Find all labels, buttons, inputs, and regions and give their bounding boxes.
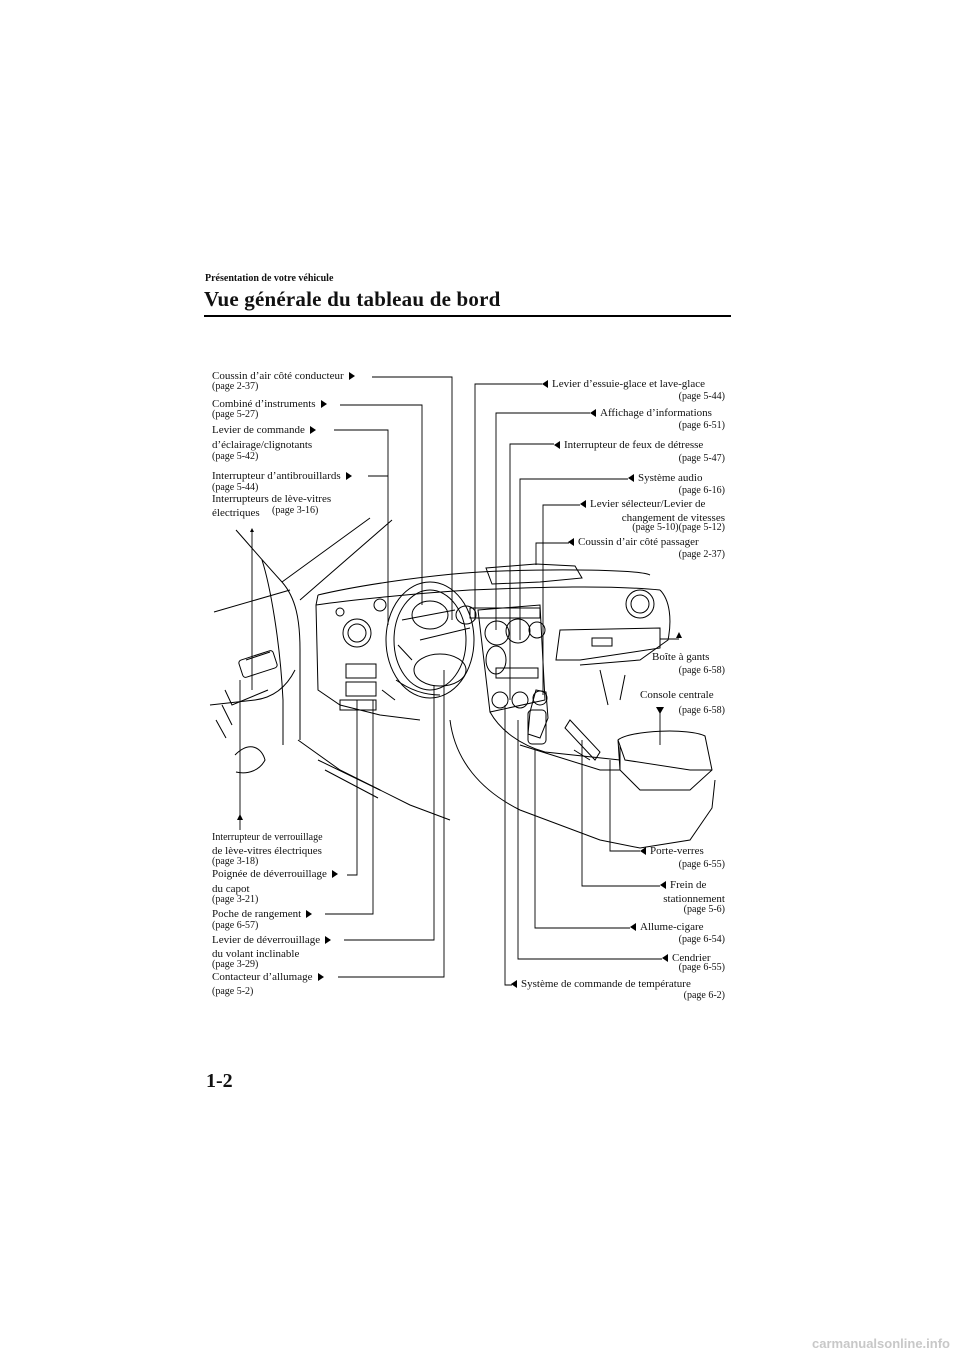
label-tilt-release-lever-line2: du volant inclinable (212, 948, 300, 960)
label-lighting-lever: Levier de commande (212, 425, 316, 436)
label-lighting-lever-line2: d’éclairage/clignotants (212, 439, 313, 451)
page-ref-passenger-airbag: (page 2-37) (678, 549, 725, 560)
page-ref-cigarette-lighter: (page 6-54) (678, 934, 725, 945)
label-driver-airbag: Coussin d’air côté conducteur (212, 371, 355, 382)
label-cup-holder: Porte-verres (640, 846, 704, 857)
page-ref-information-display: (page 6-51) (678, 420, 725, 431)
page-ref-selector-lever: (page 5-10)(page 5-12) (632, 522, 725, 533)
page-ref-cup-holder: (page 6-55) (678, 859, 725, 870)
page-ref-climate-control: (page 6-2) (683, 990, 725, 1001)
label-tilt-release-lever: Levier de déverrouillage (212, 935, 331, 946)
page-ref-audio-system: (page 6-16) (678, 485, 725, 496)
page-ref-tilt-release-lever: (page 3-29) (212, 959, 259, 970)
label-climate-control: Système de commande de température (511, 979, 691, 990)
page-ref-storage-pocket: (page 6-57) (212, 920, 259, 931)
page-ref-lighting-lever: (page 5-42) (212, 451, 259, 462)
label-parking-brake-line2: stationnement (663, 893, 725, 905)
page-ref-parking-brake: (page 5-6) (683, 904, 725, 915)
label-hood-release-line2: du capot (212, 883, 250, 895)
page-ref-glove-box: (page 6-58) (678, 665, 725, 676)
page-ref-driver-airbag: (page 2-37) (212, 381, 259, 392)
page-ref-hood-release: (page 3-21) (212, 894, 259, 905)
section-header: Présentation de votre véhicule (205, 273, 334, 284)
page-title: Vue générale du tableau de bord (204, 287, 501, 311)
label-cigarette-lighter: Allume-cigare (630, 922, 704, 933)
label-hood-release: Poignée de déverrouillage (212, 869, 338, 880)
page-number: 1-2 (206, 1070, 233, 1092)
page-ref-window-lock-switch: (page 3-18) (212, 856, 259, 867)
label-storage-pocket: Poche de rangement (212, 909, 312, 920)
label-selector-lever: Levier sélecteur/Levier de (580, 499, 705, 510)
label-window-lock-switch-line2: de lève-vitres électriques (212, 845, 322, 857)
label-selector-lever-line2: changement de vitesses (621, 512, 725, 524)
label-ashtray: Cendrier (662, 953, 710, 964)
label-glove-box: Boîte à gants (652, 651, 710, 663)
label-ignition-switch: Contacteur d’allumage (212, 972, 324, 983)
page-ref-power-window-switches: (page 3-16) (272, 505, 319, 516)
label-power-window-switches: Interrupteurs de lève-vitres (212, 493, 332, 505)
page-ref-instrument-cluster: (page 5-27) (212, 409, 259, 420)
page-ref-ashtray: (page 6-55) (678, 962, 725, 973)
page-ref-fog-light-switch: (page 5-44) (212, 482, 259, 493)
label-center-console: Console centrale (640, 689, 714, 701)
page-ref-ignition-switch: (page 5-2) (212, 986, 254, 997)
label-information-display: Affichage d’informations (590, 408, 712, 419)
page-ref-center-console: (page 6-58) (678, 705, 725, 716)
watermark: carmanualsonline.info (812, 1336, 950, 1351)
label-parking-brake: Frein de (660, 880, 706, 891)
label-passenger-airbag: Coussin d’air côté passager (568, 537, 699, 548)
label-fog-light-switch: Interrupteur d’antibrouillards (212, 471, 352, 482)
label-audio-system: Système audio (628, 473, 702, 484)
label-hazard-switch: Interrupteur de feux de détresse (554, 440, 703, 451)
title-rule (204, 315, 731, 317)
page-ref-hazard-switch: (page 5-47) (678, 453, 725, 464)
page-ref-wiper-lever: (page 5-44) (678, 391, 725, 402)
label-power-window-switches-line2: électriques (212, 507, 260, 519)
label-instrument-cluster: Combiné d’instruments (212, 399, 327, 410)
label-window-lock-switch: Interrupteur de verrouillage (212, 832, 323, 843)
label-wiper-lever: Levier d’essuie-glace et lave-glace (542, 379, 705, 390)
